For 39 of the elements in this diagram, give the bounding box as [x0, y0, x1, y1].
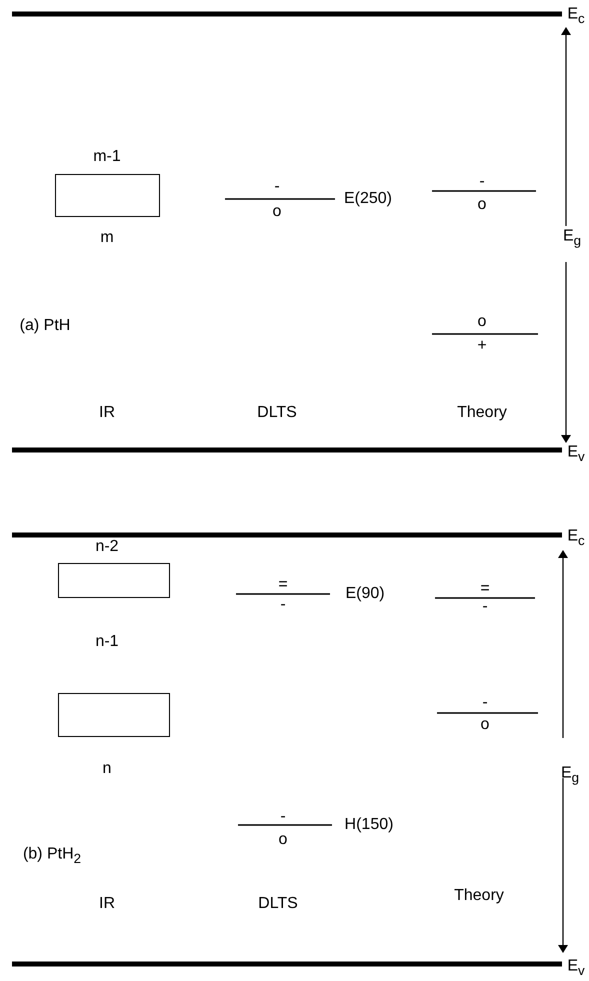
- band-label: n: [102, 761, 112, 777]
- column-label: IR: [99, 405, 115, 421]
- level-band-box: [55, 174, 160, 217]
- charge-state: o: [478, 197, 486, 213]
- charge-state: -: [274, 179, 280, 195]
- charge-state: o: [478, 314, 486, 330]
- charge-state: -: [479, 174, 485, 190]
- band-label: m-1: [93, 149, 121, 165]
- band-edge-label: E$_{c}$: [567, 528, 585, 548]
- column-label: Theory: [457, 405, 507, 421]
- charge-state: =: [278, 577, 288, 593]
- column-label: DLTS: [258, 896, 298, 912]
- panel-label: (b) PtH$_{2}$: [22, 846, 82, 866]
- charge-state: -: [280, 809, 286, 825]
- level-band-box: [58, 563, 170, 598]
- band-label: m: [100, 230, 114, 246]
- level-label: E(250): [344, 191, 392, 207]
- level-label: H(150): [344, 817, 394, 833]
- charge-state: o: [272, 204, 282, 220]
- charge-state: +: [477, 338, 487, 354]
- band-label: n-2: [95, 539, 119, 555]
- charge-state: o: [278, 832, 288, 848]
- column-label: Theory: [454, 888, 504, 904]
- column-label: IR: [99, 896, 115, 912]
- charge-state: =: [480, 581, 490, 597]
- column-label: DLTS: [257, 405, 297, 421]
- band-edge-label: E$_{c}$: [567, 6, 585, 26]
- charge-state: o: [480, 717, 490, 733]
- charge-state: -: [280, 597, 286, 613]
- band-edge-label: E$_{v}$: [567, 958, 585, 978]
- band-gap-label: E$_{g}$: [560, 766, 580, 784]
- level-band-box: [58, 693, 170, 737]
- charge-state: -: [482, 695, 488, 711]
- band-label: n-1: [95, 634, 119, 650]
- level-label: E(90): [345, 586, 385, 602]
- band-gap-label: E$_{g}$: [562, 228, 582, 248]
- charge-state: -: [482, 599, 488, 615]
- band-edge-label: E$_{v}$: [567, 444, 585, 464]
- panel-label: (a) PtH: [20, 318, 70, 334]
